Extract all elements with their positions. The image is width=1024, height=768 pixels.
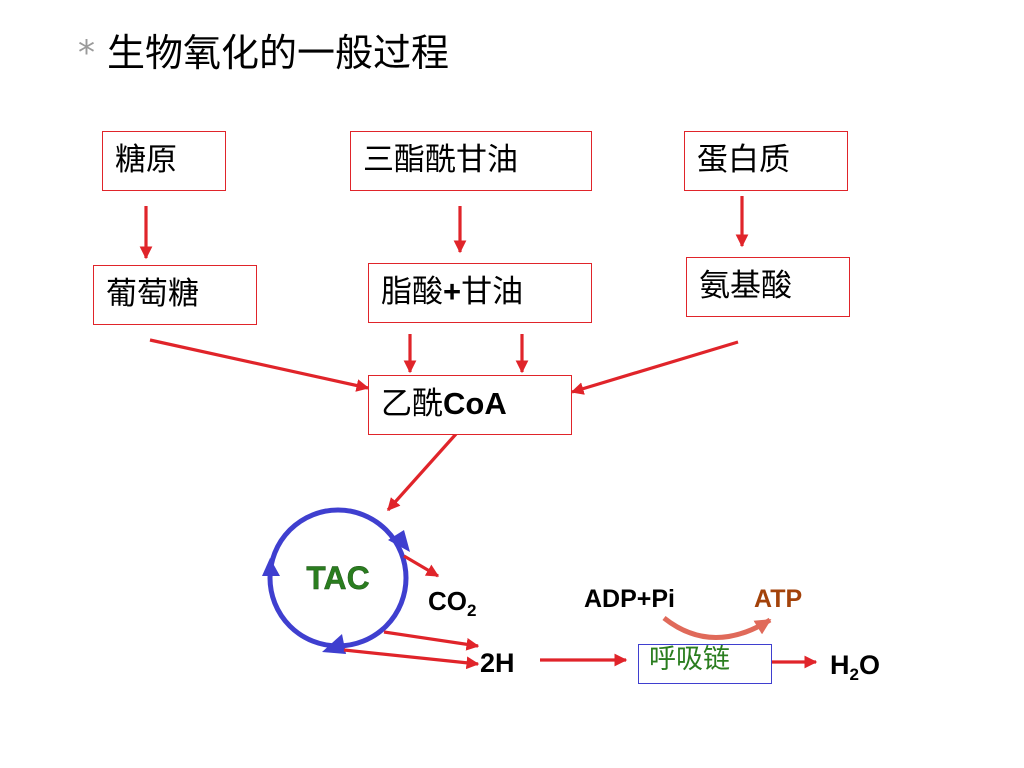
glycogen-label: 糖原 <box>115 142 177 178</box>
coa-label: CoA <box>443 386 507 421</box>
box-protein: 蛋白质 <box>684 131 848 191</box>
h2o-label: H2O <box>830 650 880 684</box>
box-glycogen: 糖原 <box>102 131 226 191</box>
glucose-label: 葡萄糖 <box>106 276 199 312</box>
slide-title: * 生物氧化的一般过程 <box>78 22 449 82</box>
adp-pi-label: ADP+Pi <box>584 585 675 613</box>
two-h-label: 2H <box>480 648 515 678</box>
arrow-tac-to-co2 <box>403 554 440 578</box>
amino-acid-label: 氨基酸 <box>699 268 792 304</box>
protein-label: 蛋白质 <box>697 142 790 178</box>
arrow-tac-to-2h-upper <box>383 630 480 651</box>
box-acetyl-coa: 乙酰CoA <box>368 375 572 435</box>
arrow-tac-to-2h-lower <box>343 648 480 670</box>
respiratory-chain-label: 呼吸链 <box>649 644 730 675</box>
phosphorylation-curve-arrow <box>662 616 772 640</box>
page-title: 生物氧化的一般过程 <box>107 30 450 75</box>
arrow-aminoacid-to-acetylcoa <box>570 340 739 395</box>
triglyceride-label: 三酯酰甘油 <box>363 142 518 178</box>
atp-label: ATP <box>754 585 802 613</box>
cycle-arrowhead-left <box>262 558 280 576</box>
cycle-arrowhead-top-right <box>388 530 410 552</box>
fatty-acid-label: 脂酸 <box>381 274 443 310</box>
box-triglyceride: 三酯酰甘油 <box>350 131 592 191</box>
box-respiratory-chain: 呼吸链 <box>638 644 772 684</box>
tac-label: TAC <box>306 560 369 596</box>
box-fatty-acid-glycerol: 脂酸+甘油 <box>368 263 592 323</box>
plus-sign: + <box>443 274 462 309</box>
box-amino-acid: 氨基酸 <box>686 257 850 317</box>
cycle-arrowhead-bottom-right <box>322 634 346 654</box>
bullet-asterisk: * <box>78 32 95 73</box>
arrow-glucose-to-acetylcoa <box>149 338 370 392</box>
co2-label: CO2 <box>428 586 476 620</box>
glycerol-label: 甘油 <box>461 274 524 310</box>
acetyl-label: 乙酰 <box>381 386 443 422</box>
arrow-acetylcoa-to-tac <box>386 432 458 512</box>
box-glucose: 葡萄糖 <box>93 265 257 325</box>
